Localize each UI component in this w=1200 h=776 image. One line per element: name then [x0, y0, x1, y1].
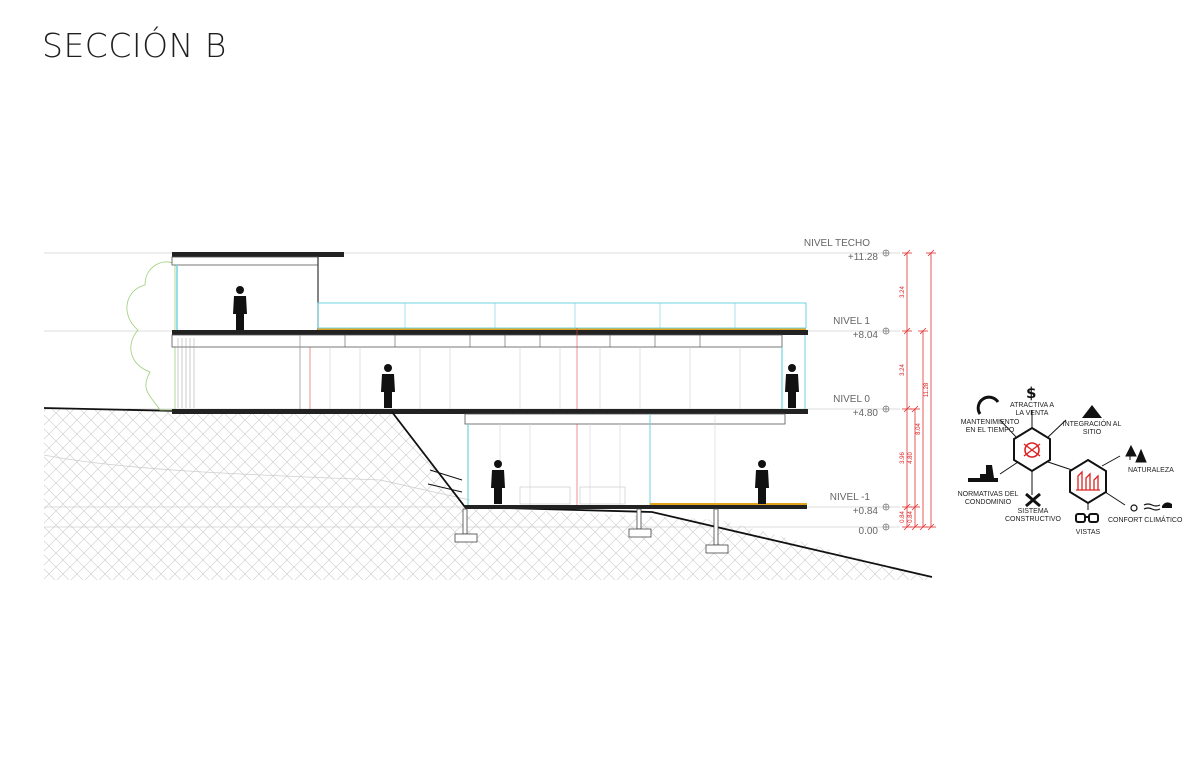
human-figure [381, 364, 395, 408]
level-marker [882, 503, 890, 511]
human-figure [233, 286, 247, 330]
dimension-chain: 8.04 [916, 327, 928, 531]
building-section [171, 252, 808, 554]
level-marker [882, 327, 890, 335]
level-name: NIVEL TECHO [804, 238, 870, 249]
glasses-icon [1075, 513, 1099, 523]
human-figure [755, 460, 769, 504]
criteria-label: CONSTRUCTIVO [1005, 516, 1062, 523]
level-marker [882, 249, 890, 257]
weather-icon [1130, 502, 1172, 512]
level-marker [882, 523, 890, 531]
criteria-label: NORMATIVAS DEL [958, 491, 1019, 498]
dimension-label: 8.04 [916, 423, 922, 435]
level-elevation: 0.00 [859, 526, 879, 537]
criteria-label: INTEGRACIÓN AL [1063, 419, 1122, 428]
criteria-label: CONFORT CLIMÁTICO [1108, 515, 1183, 524]
criteria-label: ATRACTIVA A [1010, 402, 1054, 409]
dimension-chain: 11.28 [924, 249, 936, 531]
level-elevation: +11.28 [848, 252, 879, 263]
level-name: NIVEL -1 [830, 492, 871, 503]
dimension-label: 3.24 [900, 364, 906, 376]
gauge-icon [976, 395, 1000, 415]
criteria-label: CONDOMINIO [965, 499, 1012, 506]
trees-icon [1125, 444, 1147, 463]
level-elevation: +8.04 [853, 330, 879, 341]
dimension-label: 3.24 [900, 286, 906, 298]
human-figure [785, 364, 799, 408]
dimension-chains: 3.24 3.24 3.96 0.84 4.80 0.84 8.04 11.28 [900, 249, 936, 531]
person-desk-icon [968, 465, 998, 482]
tools-icon [1025, 492, 1041, 508]
dollar-icon: $ [1026, 384, 1036, 402]
dimension-chain: 3.24 3.24 3.96 0.84 [900, 249, 912, 531]
level-elevation: +0.84 [853, 506, 879, 517]
dimension-label: 0.84 [900, 511, 906, 523]
level-name: NIVEL 0 [833, 394, 870, 405]
level-name: NIVEL 1 [833, 316, 870, 327]
dimension-label: 0.84 [908, 511, 914, 523]
dimension-label: 4.80 [908, 452, 914, 464]
level-elevation: +4.80 [853, 408, 879, 419]
mountain-icon [1082, 405, 1102, 418]
criteria-label: SISTEMA [1018, 508, 1049, 515]
human-figures [233, 286, 799, 504]
criteria-label: LA VENTA [1016, 410, 1049, 417]
page-title: SECCIÓN B [42, 26, 227, 65]
human-figure [491, 460, 505, 504]
criteria-label: EN EL TIEMPO [966, 427, 1015, 434]
criteria-label: SITIO [1083, 429, 1102, 436]
criteria-label: MANTENIMIENTO [961, 419, 1020, 426]
criteria-label: VISTAS [1076, 529, 1101, 536]
dimension-label: 3.96 [900, 452, 906, 464]
level-marker [882, 405, 890, 413]
tree-outline [126, 261, 176, 411]
dimension-label: 11.28 [924, 382, 930, 397]
criteria-label: NATURALEZA [1128, 467, 1174, 474]
hexagon-core-2 [1069, 458, 1107, 505]
